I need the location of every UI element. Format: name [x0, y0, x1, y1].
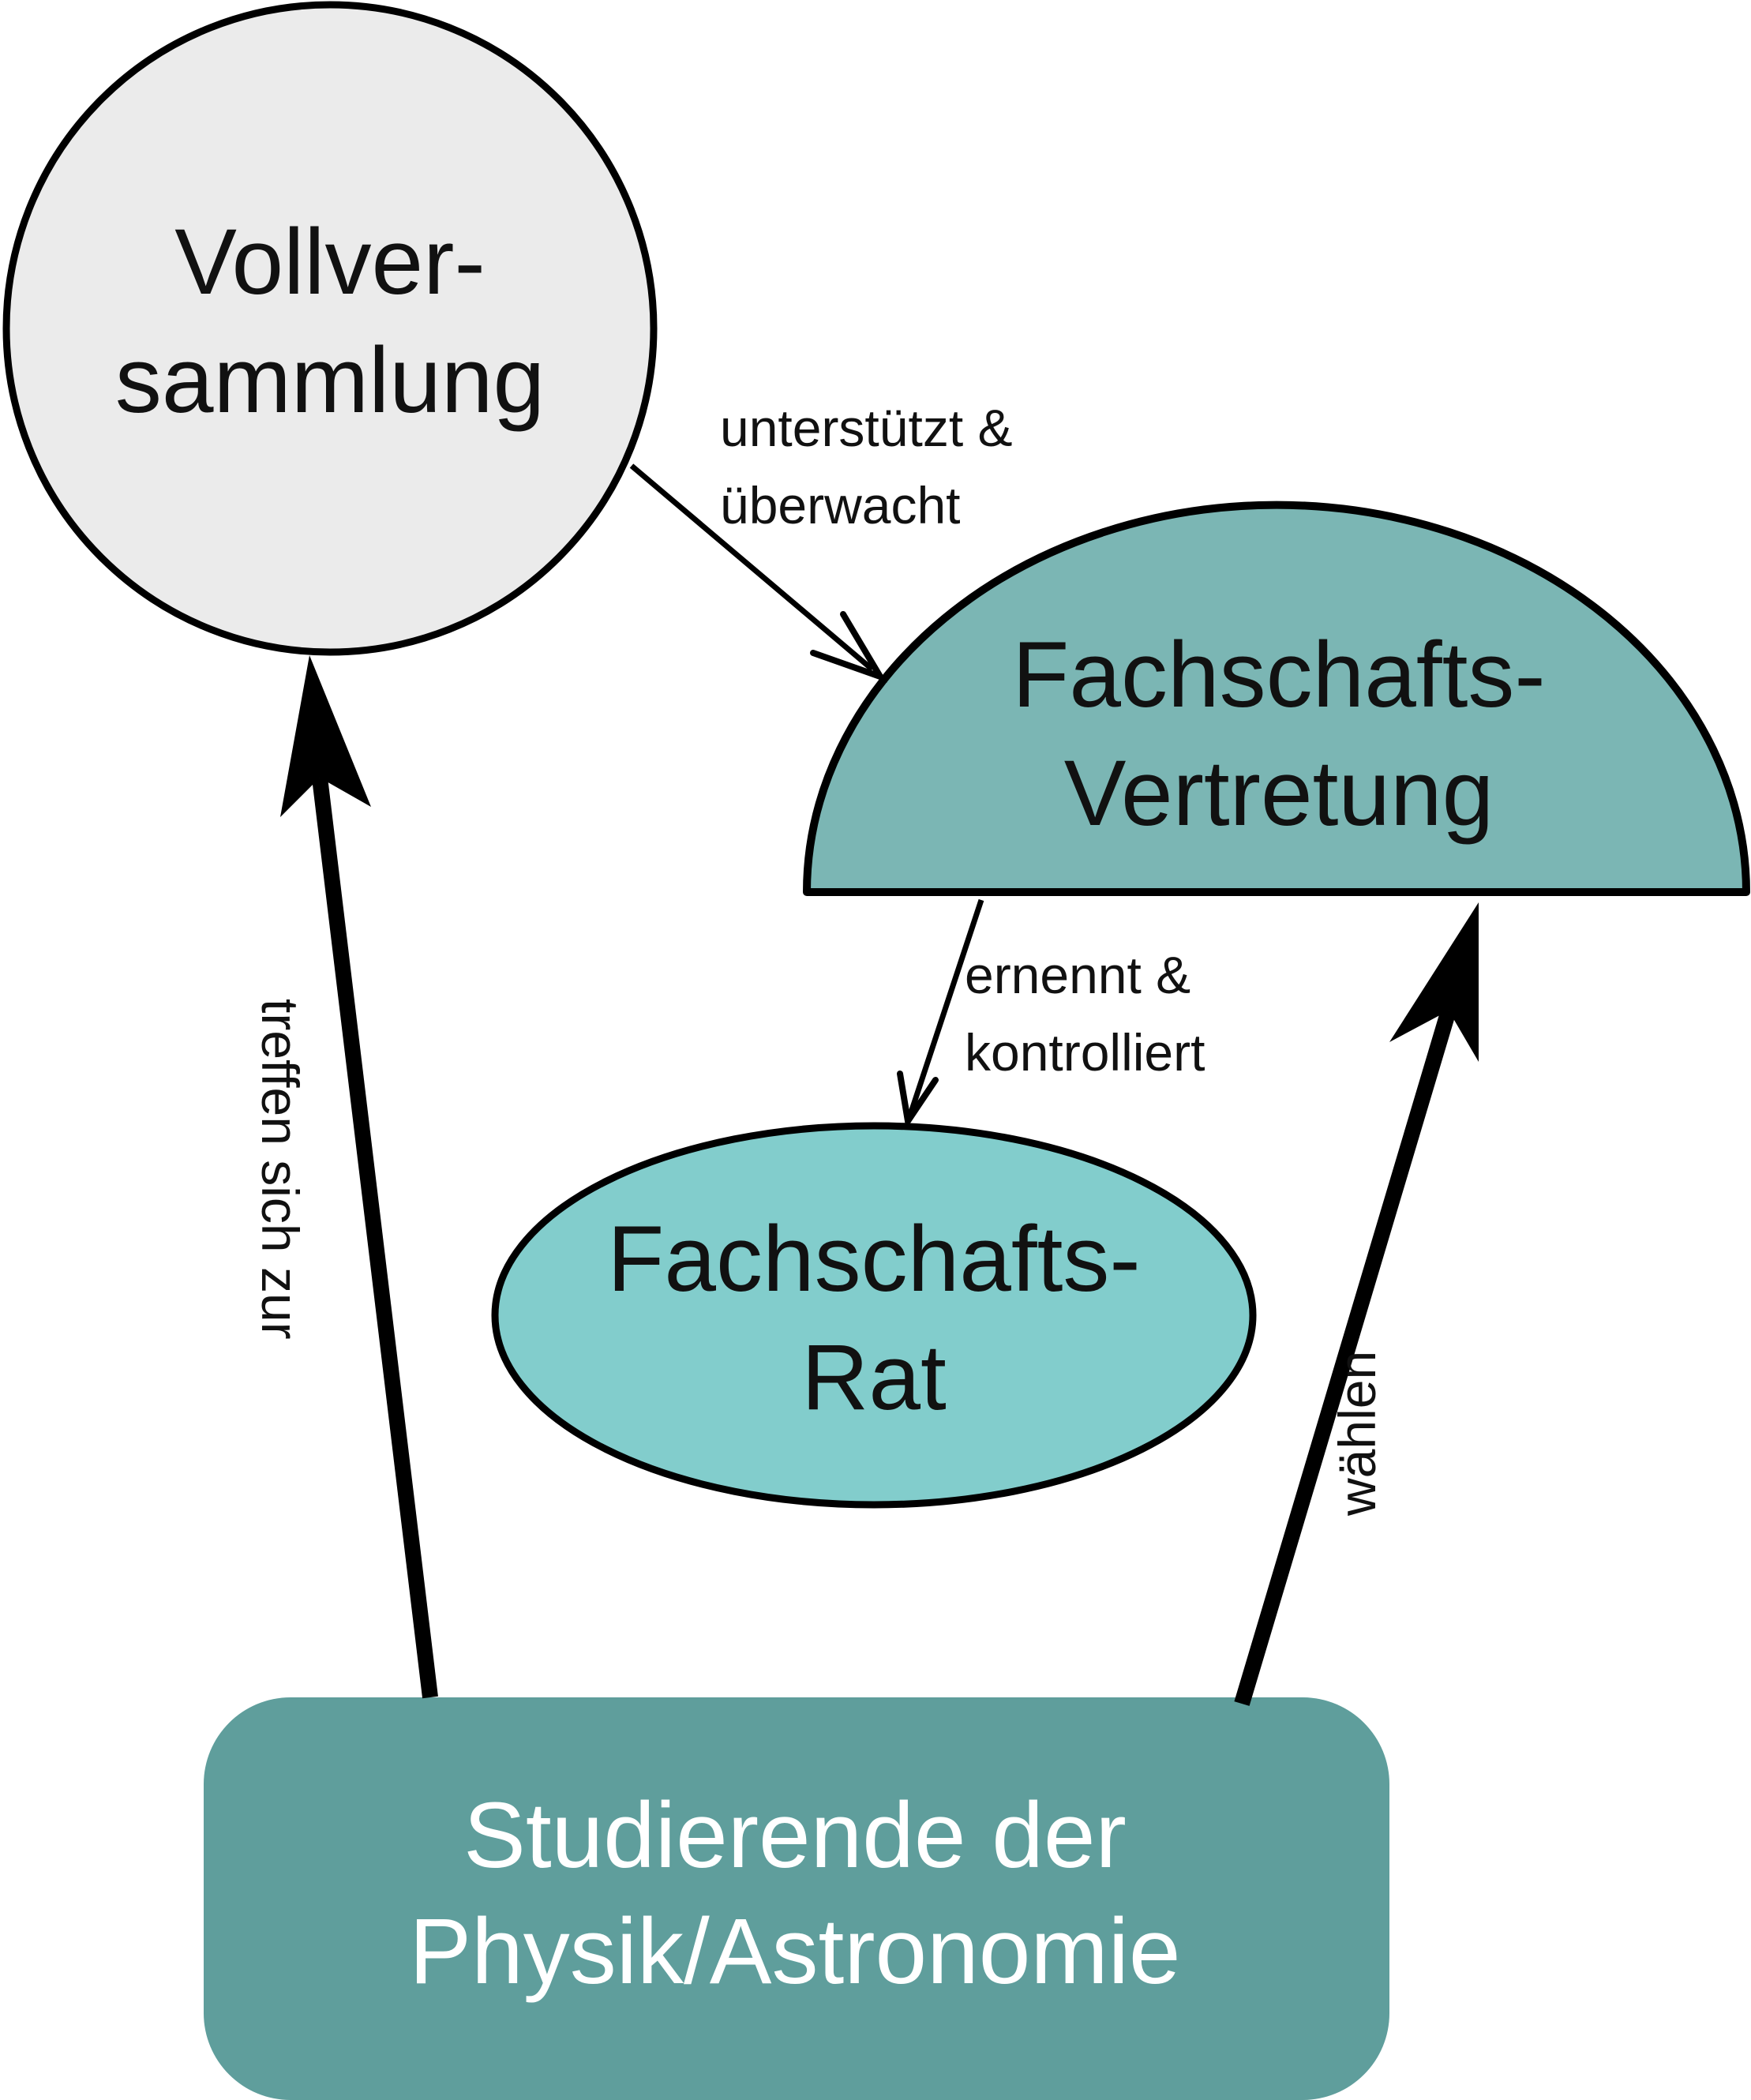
meets-arrowhead: [280, 655, 371, 817]
supports-arrowhead: [810, 611, 888, 683]
vollversammlung-label-line2: sammlung: [115, 328, 545, 433]
meets-arrow-line: [312, 776, 438, 1699]
vollversammlung-circle: [2, 1, 658, 656]
node-studierende: Studierende der Physik/Astronomie: [204, 1697, 1389, 2100]
node-fachschafts-rat: Fachschafts- Rat: [491, 1122, 1257, 1509]
meets-label: treffen sich zur: [251, 999, 309, 1340]
elects-arrowhead: [1389, 902, 1479, 1062]
edge-appoints: ernennt & kontrolliert: [897, 898, 1205, 1130]
appoints-arrowhead: [897, 1071, 939, 1130]
rat-ellipse: [491, 1122, 1257, 1509]
node-fachschafts-vertretung: Fachschafts- Vertretung: [803, 501, 1750, 896]
appoints-label-line1: ernennt &: [965, 946, 1190, 1004]
appoints-arrow-line: [907, 898, 984, 1116]
supports-arrow-line: [629, 463, 875, 672]
studierende-label-line2: Physik/Astronomie: [409, 1899, 1180, 2004]
vertretung-label-line1: Fachschafts-: [1012, 623, 1545, 727]
vertretung-dome: [803, 501, 1750, 896]
supports-label-line2: überwacht: [720, 476, 961, 534]
rat-label-line2: Rat: [801, 1326, 947, 1430]
elects-label: wählen: [1328, 1351, 1386, 1517]
elects-arrow-line: [1234, 1008, 1457, 1706]
edge-meets: treffen sich zur: [251, 655, 438, 1699]
vertretung-label-line2: Vertretung: [1064, 741, 1494, 846]
supports-label-line1: unterstützt &: [720, 399, 1013, 457]
appoints-label-line2: kontrolliert: [965, 1023, 1205, 1082]
edge-elects: wählen: [1234, 902, 1479, 1706]
edge-supports: unterstützt & überwacht: [629, 399, 1013, 683]
rat-label-line1: Fachschafts-: [607, 1207, 1140, 1311]
studierende-label-line1: Studierende der: [463, 1783, 1127, 1888]
node-vollversammlung: Vollver- sammlung: [2, 1, 658, 656]
vollversammlung-label-line1: Vollver-: [174, 210, 485, 314]
studierende-box: [204, 1697, 1389, 2100]
